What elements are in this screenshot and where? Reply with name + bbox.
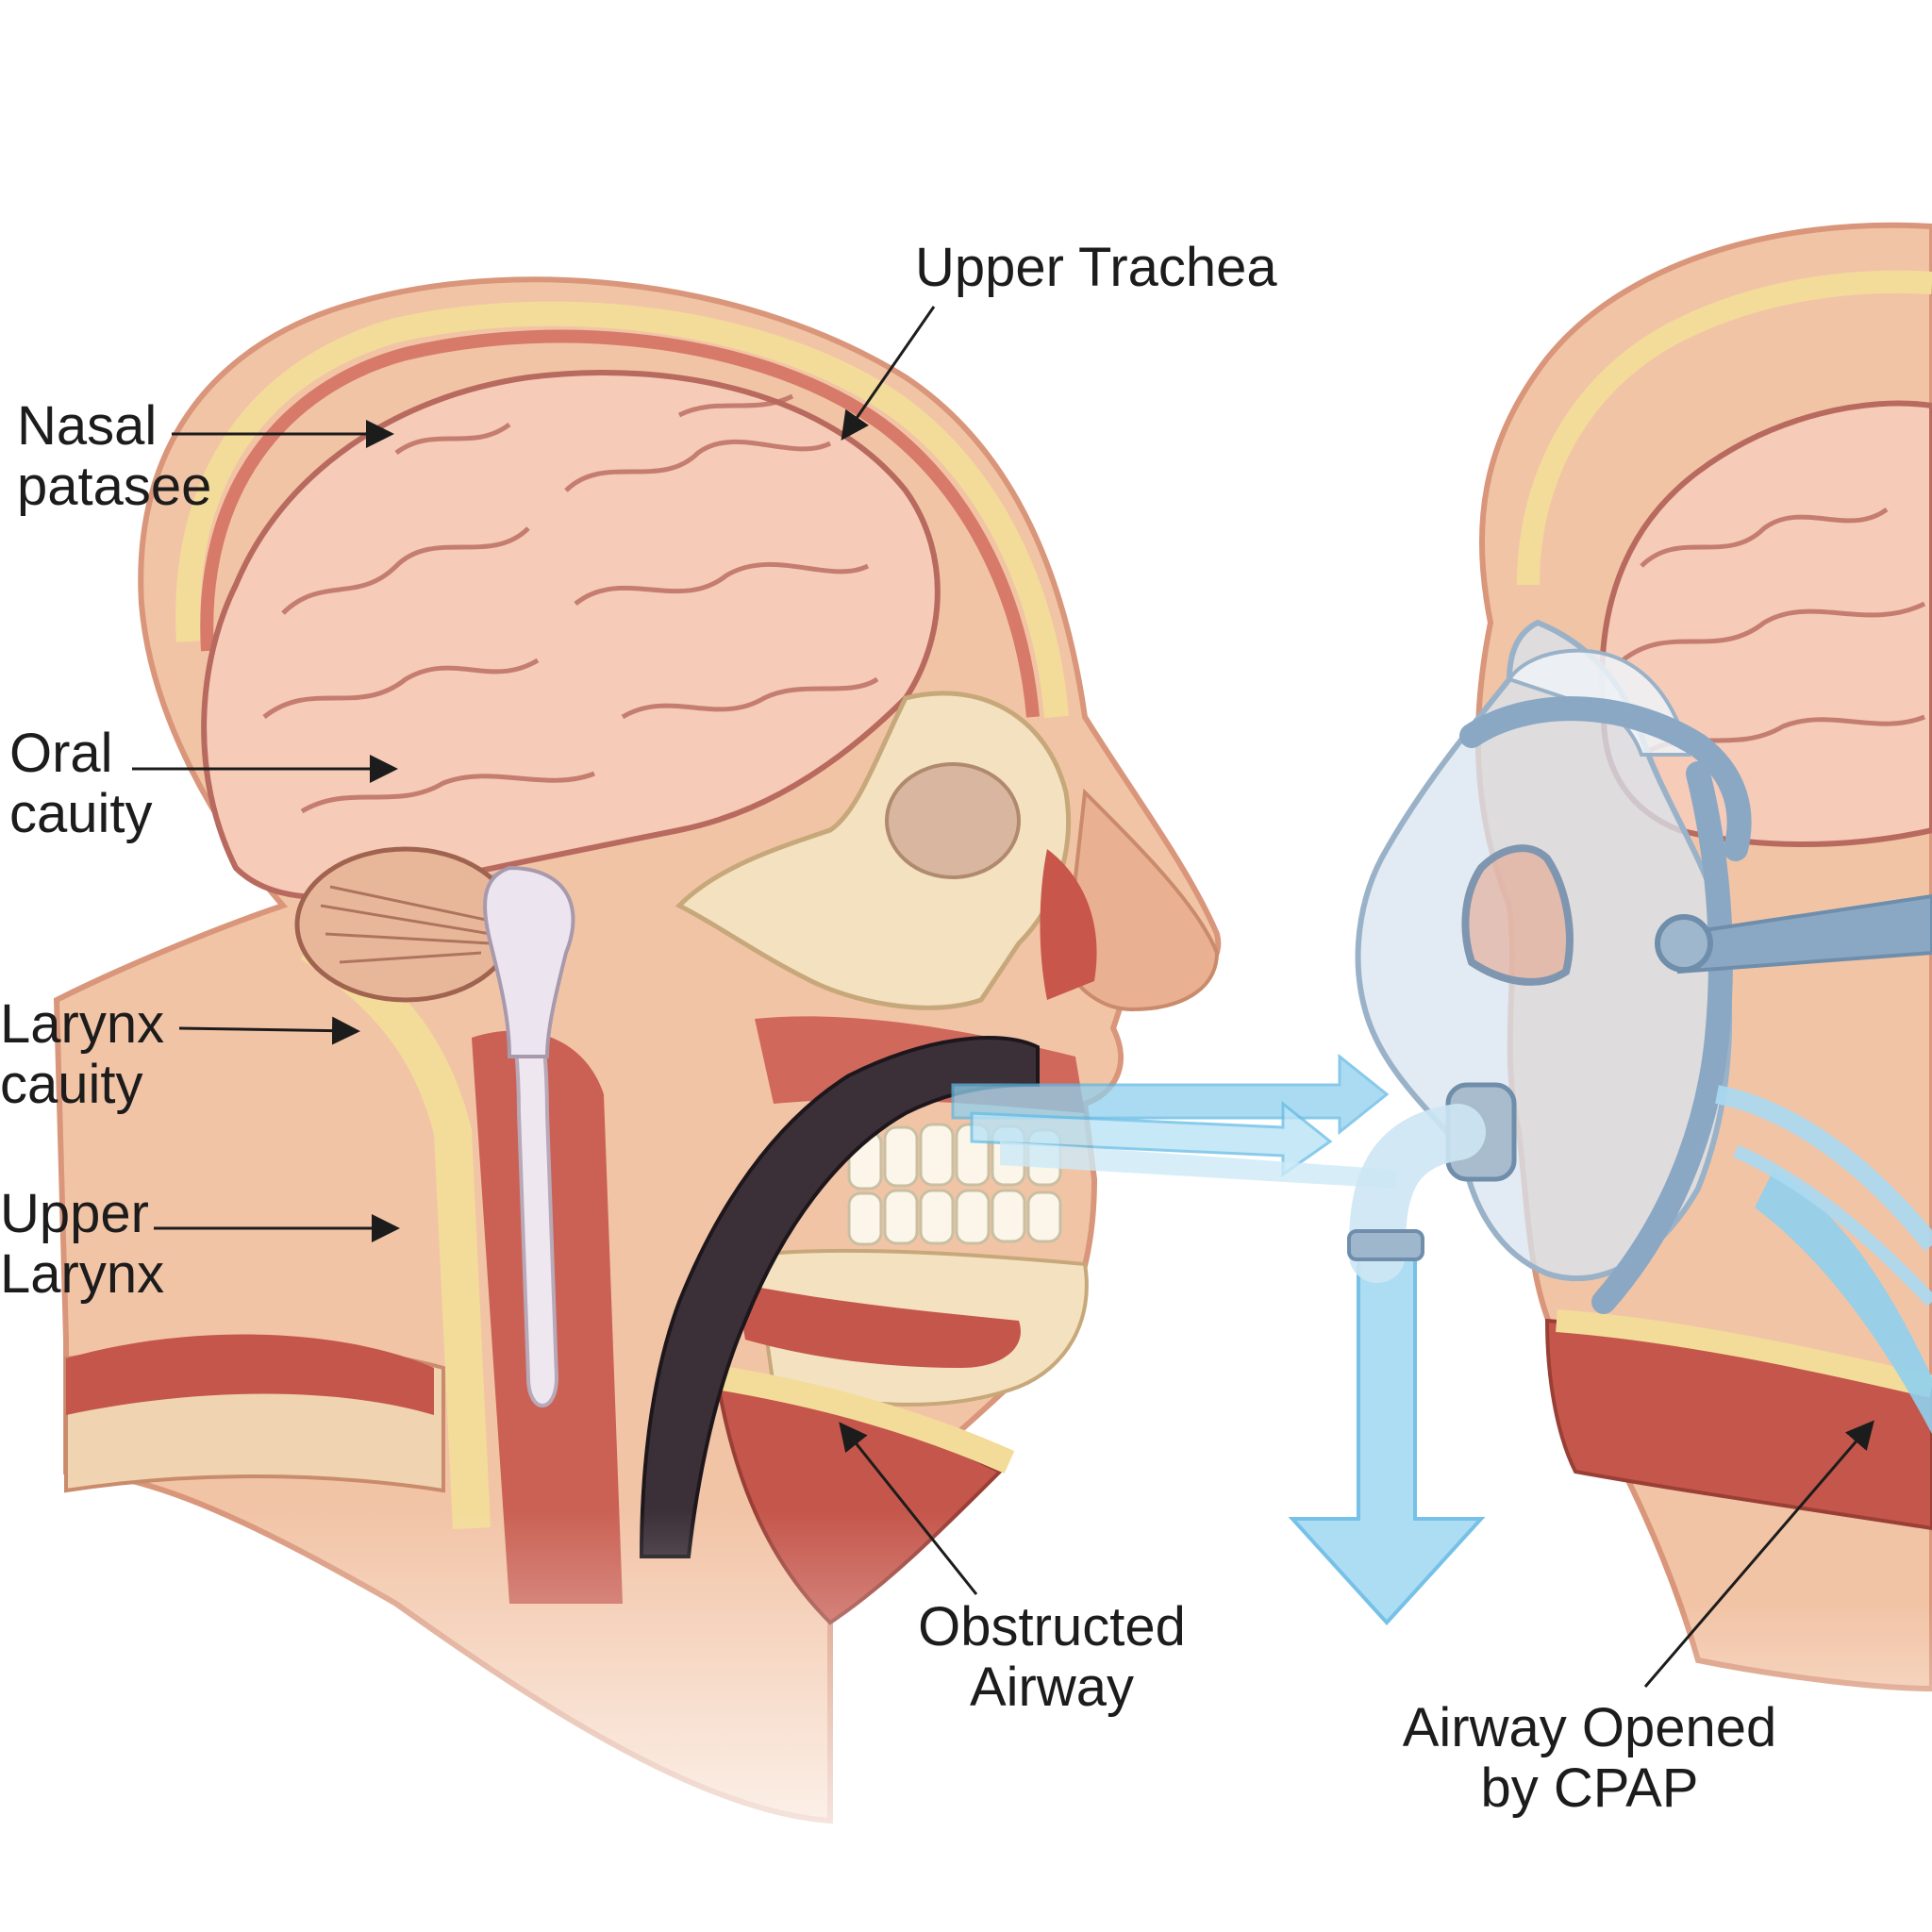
left-brain-folds xyxy=(262,393,879,814)
label-airway-opened-line1: Airway Opened xyxy=(1402,1697,1777,1758)
airflow-arrows xyxy=(951,1053,1486,1625)
airflow-down-arrow xyxy=(1288,1253,1486,1625)
left-cerebellum xyxy=(294,846,517,1003)
leader-obstructed-airway xyxy=(839,1422,978,1595)
label-airway-opened: Airway Opened by CPAP xyxy=(1368,1698,1811,1819)
left-cerebellum-lines xyxy=(320,885,491,964)
left-brainstem xyxy=(483,865,575,1058)
right-throat-fat xyxy=(1556,1309,1932,1398)
cpap-strap-top xyxy=(1459,696,1752,861)
left-nose xyxy=(1063,788,1220,1012)
cpap-mask-nose-window xyxy=(1461,844,1574,986)
cpap-mask xyxy=(1347,619,1932,1314)
left-eye-socket xyxy=(885,762,1021,879)
leader-lines xyxy=(132,306,1874,1688)
right-scalp-layer xyxy=(1517,270,1932,586)
cpap-strap-buckle xyxy=(1655,914,1713,973)
label-upper-larynx-line2: Larynx xyxy=(0,1243,165,1305)
leader-upper-trachea xyxy=(841,306,936,441)
label-obstructed-airway-line1: Obstructed xyxy=(918,1596,1186,1657)
left-scalp-muscle xyxy=(200,329,1040,718)
left-head xyxy=(0,276,1222,1932)
right-bottom-fade xyxy=(1472,1604,1932,1932)
right-open-airway xyxy=(1755,1170,1932,1434)
label-obstructed-airway: Obstructed Airway xyxy=(901,1597,1203,1718)
left-bottom-fade xyxy=(0,1509,1038,1932)
left-throat-fat xyxy=(714,1365,1015,1474)
left-nasal-cavity xyxy=(1040,849,1097,1000)
label-larynx-cavity-line1: Larynx xyxy=(0,993,165,1055)
cpap-side-tube-2 xyxy=(1733,1144,1932,1307)
leader-larynx-cavity xyxy=(178,1016,360,1045)
label-nasal-passage: Nasal patasee xyxy=(17,396,211,517)
label-upper-larynx-line1: Upper xyxy=(0,1183,149,1244)
left-shoulder-muscle xyxy=(66,1334,434,1415)
label-nasal-passage-line2: patasee xyxy=(17,456,212,517)
cpap-side-tube xyxy=(1715,1085,1932,1252)
left-tongue-muscle xyxy=(736,1283,1021,1368)
label-nasal-passage-line1: Nasal xyxy=(17,395,158,457)
cpap-strap-side xyxy=(1591,761,1733,1314)
leader-airway-opened xyxy=(1643,1420,1874,1688)
label-larynx-cavity-line2: cauity xyxy=(0,1054,143,1115)
label-upper-larynx: Upper Larynx xyxy=(0,1184,164,1305)
label-larynx-cavity: Larynx cauity xyxy=(0,994,164,1115)
label-obstructed-airway-line2: Airway xyxy=(969,1657,1135,1718)
label-airway-opened-line2: by CPAP xyxy=(1480,1757,1699,1819)
label-oral-cavity-line1: Oral xyxy=(9,723,113,784)
airflow-beam-3 xyxy=(1000,1141,1396,1189)
label-upper-trachea-text: Upper Trachea xyxy=(915,237,1277,298)
label-upper-trachea: Upper Trachea xyxy=(915,238,1277,298)
label-oral-cavity: Oral cauity xyxy=(9,724,153,844)
label-oral-cavity-line2: cauity xyxy=(9,783,153,844)
cpap-hose-cuff xyxy=(1347,1229,1424,1261)
left-scalp-layer xyxy=(175,301,1069,719)
